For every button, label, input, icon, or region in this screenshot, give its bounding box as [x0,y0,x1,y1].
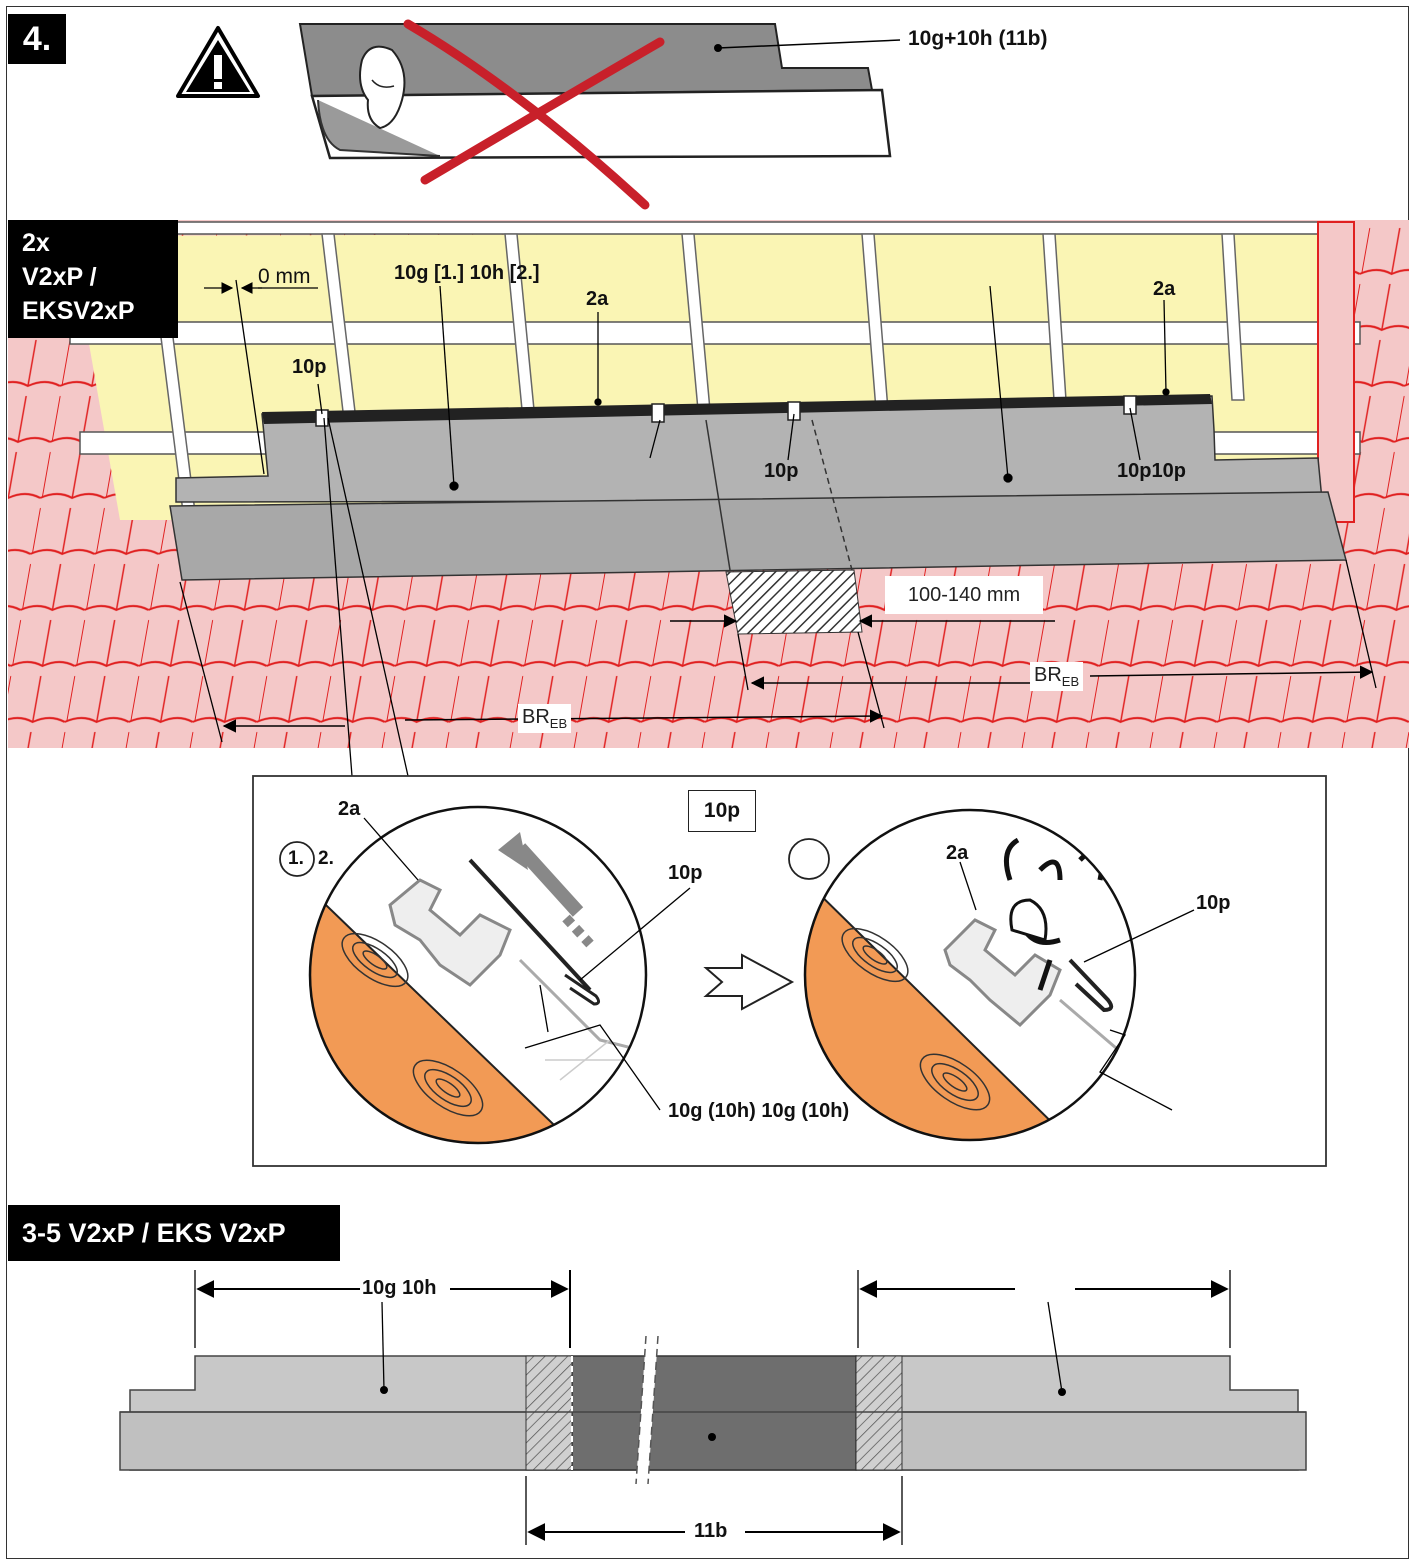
section2-tag-line2: V2xP / [22,263,97,291]
overlap-label: 100-140 mm [885,576,1043,614]
section3-bottom-label: 11b [694,1520,728,1542]
section2-tag-line3: EKSV2xP [22,297,135,325]
step-2-circle [788,838,830,880]
detail-10p-right: 10p [1196,892,1231,914]
clip-10p-mid-label: 10p [764,460,799,482]
br-sub-left: EB [549,716,568,731]
br-label-right: BREB [1030,662,1084,691]
gap-label: 0 mm [258,265,311,288]
br-main-right: BR [1034,664,1062,686]
detail-title: 10p [688,790,756,832]
flashing-label: 10g [1.] 10h [2.] [394,262,540,284]
section2-tag-line1: 2x [22,229,50,257]
step-1-circle [279,841,315,877]
br-main-left: BR [522,706,550,728]
arrow-right-icon [703,953,795,1011]
clip-2a-left-label: 2a [586,288,609,310]
clip-10p-right-label: 10p10p [1117,460,1186,482]
clip-2a-right-label: 2a [1153,278,1176,300]
section2-tag: 2x V2xP / EKSV2xP [8,220,178,338]
detail-2a-left: 2a [338,798,361,820]
section3-left-label: 10g 10h [362,1277,437,1299]
step-number: 4. [8,14,66,64]
warning-triangle-icon [176,26,260,98]
detail-step1-label: 1. [288,848,304,869]
br-label-left: BREB [518,704,572,733]
detail-step2-label: 2. [318,848,334,869]
clip-10p-left-label: 10p [292,356,327,378]
detail-10p-left: 10p [668,862,703,884]
top-label: 10g+10h (11b) [908,27,1048,50]
prohibited-cross-icon [403,19,665,210]
br-sub-right: EB [1061,674,1080,689]
section3-tag: 3-5 V2xP / EKS V2xP [8,1205,340,1261]
detail-bottom-label: 10g (10h) 10g (10h) [668,1100,850,1122]
hand-icon [359,45,406,130]
page-frame [6,6,1409,1559]
detail-2a-right: 2a [946,842,969,864]
